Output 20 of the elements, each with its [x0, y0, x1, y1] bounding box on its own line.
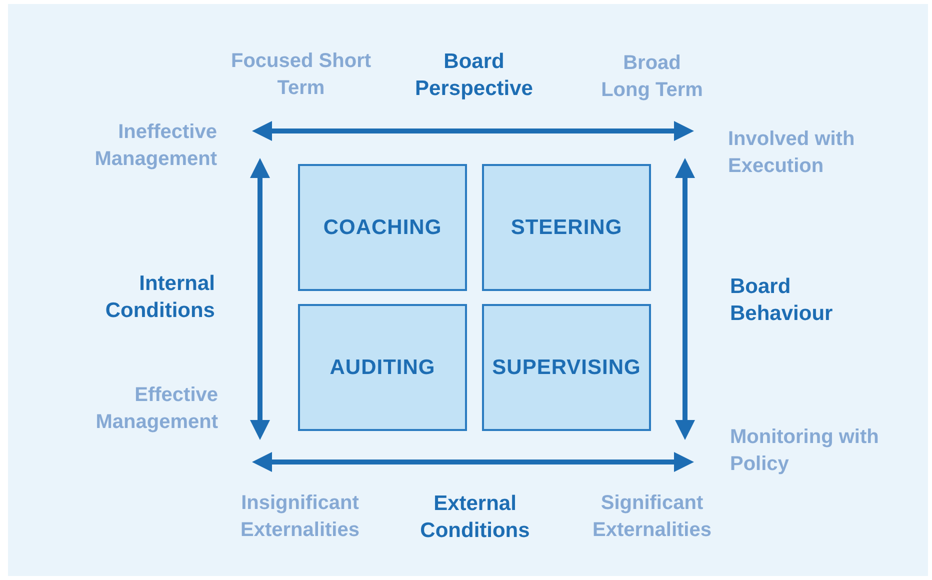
quadrant-box — [298, 304, 467, 431]
axis-end-label: Effective Management — [94, 383, 218, 435]
axis-end-label: Involved with Execution — [728, 127, 856, 179]
quadrant-label: SUPERVISING — [492, 356, 641, 380]
axis-title: Internal Conditions — [104, 271, 215, 324]
axis-end-label: Significant Externalities — [592, 491, 712, 543]
axis-end-label: Insignificant Externalities — [240, 491, 360, 543]
axis-title: Board Perspective — [414, 49, 534, 102]
quadrant-label: COACHING — [323, 216, 442, 240]
axis-end-label: Broad Long Term — [600, 51, 704, 103]
quadrant-label: STEERING — [510, 216, 622, 240]
axis-end-label: Focused Short Term — [231, 49, 371, 101]
quadrant-label: AUDITING — [330, 356, 436, 380]
quadrant-box — [482, 304, 651, 431]
quadrant-box — [482, 164, 651, 291]
axis-title: Board Behaviour — [730, 274, 834, 327]
axis-end-label: Monitoring with Policy — [730, 425, 880, 477]
axis-title: External Conditions — [419, 491, 531, 544]
axis-end-label: Ineffective Management — [94, 120, 217, 172]
quadrant-box — [298, 164, 467, 291]
